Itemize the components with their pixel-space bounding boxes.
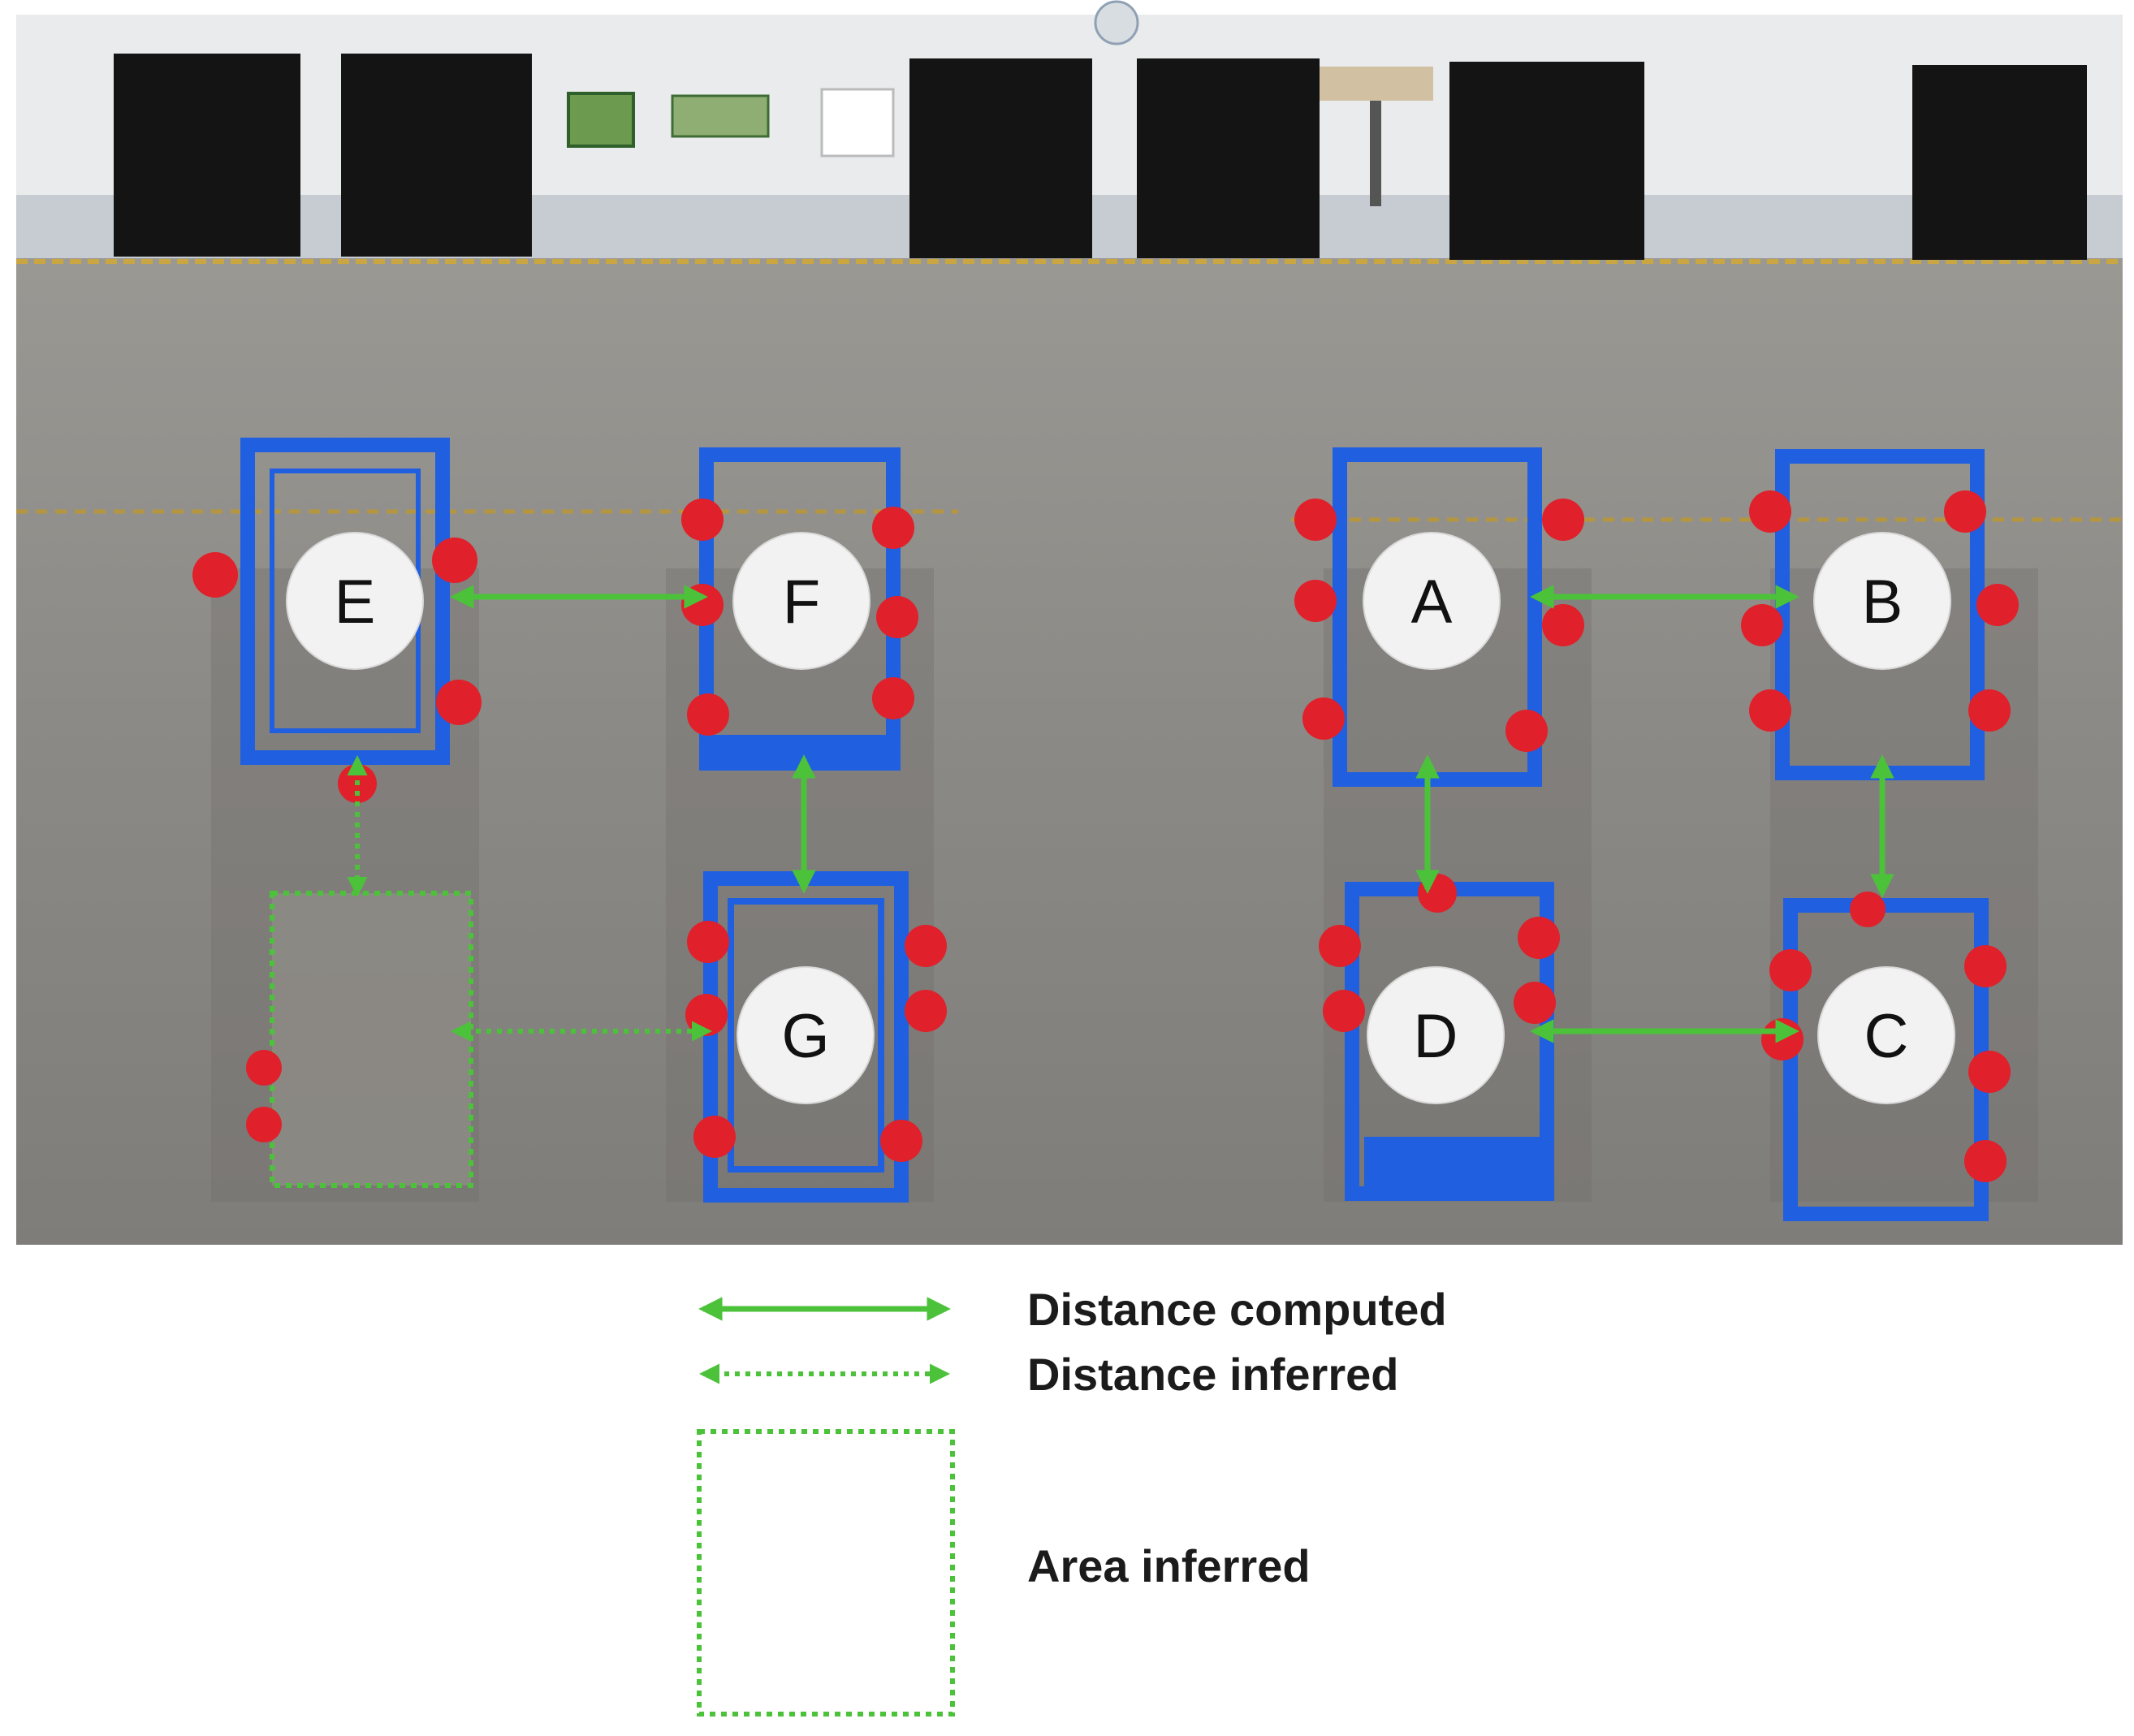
caster	[876, 596, 918, 638]
warehouse-photo	[16, 0, 2123, 1245]
door	[341, 54, 532, 257]
node-e: E	[286, 532, 424, 670]
door	[1137, 58, 1320, 258]
distance-arrows	[347, 585, 1894, 1043]
caster	[436, 680, 482, 725]
door	[909, 58, 1092, 258]
caster	[1769, 949, 1812, 991]
node-label-f: F	[783, 568, 820, 637]
caster	[1505, 710, 1548, 752]
legend-computed-label: Distance computed	[1027, 1284, 1447, 1335]
node-circle	[1813, 532, 1951, 670]
caster	[1323, 990, 1365, 1032]
caster	[192, 552, 238, 598]
wall-sign	[567, 92, 635, 148]
caster	[872, 677, 914, 719]
caster	[1294, 499, 1337, 541]
caster	[1749, 490, 1791, 533]
cart-frame	[240, 438, 450, 765]
wall-fixture-pole	[1370, 101, 1381, 206]
node-label-b: B	[1862, 568, 1903, 637]
caster	[1319, 925, 1361, 967]
door	[1912, 65, 2087, 260]
caster	[1944, 490, 1986, 533]
caster	[1294, 580, 1337, 622]
node-label-g: G	[781, 1002, 829, 1071]
caster	[1850, 892, 1886, 927]
legend-area-box	[697, 1429, 955, 1717]
node-label-a: A	[1411, 568, 1453, 637]
wall-sign	[820, 88, 895, 158]
legend: Distance computed Distance inferred Area…	[697, 1284, 1447, 1717]
wall-fixture	[1320, 67, 1433, 101]
caster	[681, 584, 724, 626]
caster	[687, 693, 729, 736]
legend-area-label: Area inferred	[1027, 1540, 1311, 1591]
caster	[1964, 945, 2007, 987]
node-f: F	[732, 532, 870, 670]
caster	[1968, 1051, 2011, 1093]
node-circle	[1817, 966, 1955, 1104]
caster	[1749, 689, 1791, 732]
caster	[246, 1107, 282, 1142]
door	[114, 54, 300, 257]
caster	[693, 1116, 736, 1158]
cart-base	[1364, 1137, 1551, 1194]
caster	[681, 499, 724, 541]
caster	[1302, 697, 1345, 740]
cart-base	[706, 735, 893, 769]
node-circle	[737, 966, 875, 1104]
caster	[905, 990, 947, 1032]
caster	[905, 925, 947, 967]
caster	[1542, 604, 1584, 646]
door	[1449, 62, 1644, 260]
caster	[1518, 917, 1560, 959]
caster	[687, 921, 729, 963]
inferred-cart	[246, 891, 473, 1188]
wall-clock	[1094, 0, 1139, 45]
node-circle	[1367, 966, 1505, 1104]
node-a: A	[1363, 532, 1501, 670]
legend-inferred-label: Distance inferred	[1027, 1349, 1399, 1400]
node-circle	[286, 532, 424, 670]
node-circles: E F A B G D C	[286, 532, 1955, 1104]
caster	[1968, 689, 2011, 732]
caster	[1741, 604, 1783, 646]
inferred-cart-body	[272, 893, 471, 1185]
caster	[872, 507, 914, 549]
node-label-e: E	[335, 568, 376, 637]
wall-sign	[671, 94, 770, 138]
caster	[432, 538, 477, 583]
node-d: D	[1367, 966, 1505, 1104]
node-c: C	[1817, 966, 1955, 1104]
caster	[246, 1050, 282, 1086]
node-circle	[732, 532, 870, 670]
caster	[1761, 1018, 1804, 1060]
node-b: B	[1813, 532, 1951, 670]
node-g: G	[737, 966, 875, 1104]
caster	[1418, 874, 1457, 913]
node-circle	[1363, 532, 1501, 670]
caster	[1542, 499, 1584, 541]
caster	[1964, 1140, 2007, 1182]
caster	[880, 1120, 922, 1162]
caster	[1514, 982, 1556, 1024]
node-label-d: D	[1414, 1002, 1458, 1071]
cart-a	[1294, 447, 1584, 787]
caster	[1976, 584, 2019, 626]
node-label-c: C	[1864, 1002, 1909, 1071]
cart-frame-inner	[728, 898, 884, 1172]
